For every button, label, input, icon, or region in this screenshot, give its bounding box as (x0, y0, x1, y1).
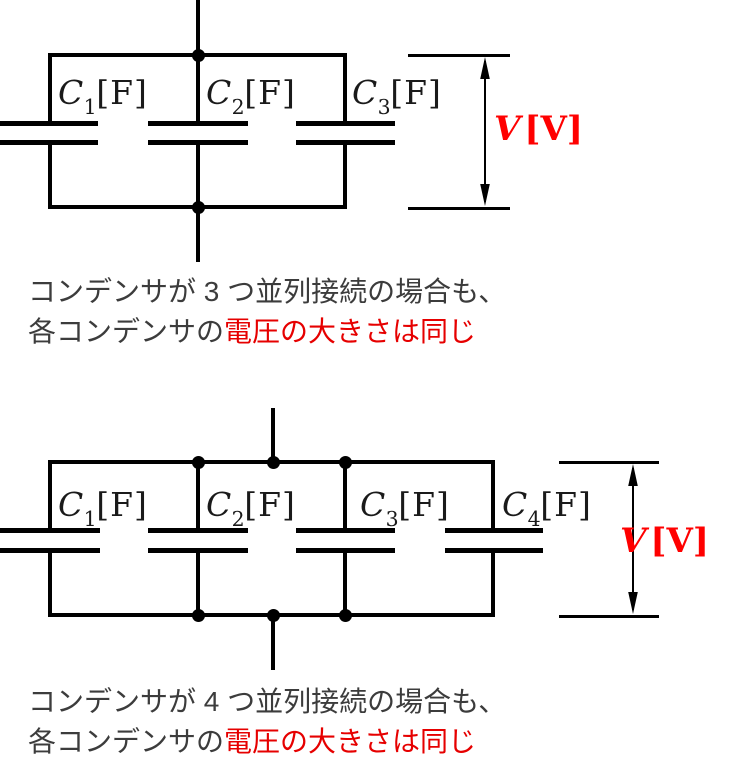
caption-line2: 各コンデンサの電圧の大きさは同じ (28, 312, 506, 352)
capacitor-plate (296, 140, 395, 145)
subscript: 3 (385, 507, 399, 532)
capacitor-unit: [F] (244, 485, 296, 524)
capacitor-plate (148, 528, 248, 533)
caption-line2-black: 各コンデンサの (28, 316, 225, 347)
capacitor-symbol: C (58, 485, 84, 524)
caption-line1: コンデンサが 3 つ並列接続の場合も、 (28, 276, 507, 307)
junction-dot (191, 455, 205, 469)
capacitor-plate (296, 528, 395, 533)
caption-line1: コンデンサが 4 つ並列接続の場合も、 (28, 686, 507, 717)
voltage-ref-line (559, 460, 659, 464)
bottom-lead-wire (196, 205, 200, 262)
capacitor-label-c4: C4[F] (502, 485, 592, 529)
caption-line2-red: 電圧の大きさは同じ (224, 316, 477, 347)
top-lead-wire (271, 408, 275, 464)
junction-dot (338, 455, 352, 469)
subscript: 1 (83, 507, 97, 532)
subscript: 4 (527, 507, 541, 532)
capacitor-symbol: C (206, 73, 232, 112)
capacitor-symbol: C (360, 485, 386, 524)
capacitor-plate (296, 548, 395, 553)
capacitor-symbol: C (58, 73, 84, 112)
caption-line2: 各コンデンサの電圧の大きさは同じ (28, 722, 506, 762)
voltage-arrow (480, 57, 490, 206)
capacitor-plate (445, 548, 543, 553)
leg-wire (196, 460, 200, 528)
capacitor-plate (0, 121, 98, 126)
capacitor-label-c3: C3[F] (352, 73, 442, 117)
capacitor-plate (148, 548, 248, 553)
top-lead-wire (196, 0, 200, 57)
leg-wire (196, 553, 200, 617)
capacitor-label-c2: C2[F] (206, 485, 296, 529)
leg-wire (343, 553, 347, 617)
voltage-symbol: V (620, 521, 647, 561)
capacitor-unit: [F] (398, 485, 450, 524)
capacitor-symbol: C (502, 485, 528, 524)
voltage-label: V[V] (494, 112, 583, 146)
junction-dot (191, 608, 205, 622)
leg-wire (343, 460, 347, 528)
capacitor-symbol: C (206, 485, 232, 524)
capacitor-plate (445, 528, 543, 533)
capacitor-label-c1: C1[F] (58, 73, 148, 117)
leg-wire (48, 553, 52, 617)
voltage-ref-line (408, 206, 510, 210)
subscript: 2 (231, 507, 245, 532)
capacitor-unit: [F] (390, 73, 442, 112)
leg-wire (343, 53, 347, 121)
voltage-arrow (628, 464, 638, 614)
caption-line2-black: 各コンデンサの (28, 726, 225, 757)
capacitor-unit: [F] (96, 73, 148, 112)
capacitor-plate (0, 528, 100, 533)
voltage-unit: [V] (524, 109, 583, 149)
junction-dot (266, 608, 280, 622)
leg-wire (491, 553, 495, 617)
bottom-lead-wire (271, 615, 275, 670)
subscript: 2 (231, 95, 245, 120)
junction-dot (338, 608, 352, 622)
leg-wire (491, 460, 495, 528)
leg-wire (48, 53, 52, 121)
voltage-symbol: V (494, 109, 521, 149)
subscript: 3 (377, 95, 391, 120)
capacitor-plate (296, 121, 395, 126)
subscript: 1 (83, 95, 97, 120)
leg-wire (343, 145, 347, 209)
caption-3-parallel: コンデンサが 3 つ並列接続の場合も、 各コンデンサの電圧の大きさは同じ (28, 272, 506, 352)
leg-wire (196, 145, 200, 209)
leg-wire (196, 53, 200, 121)
capacitor-label-c3: C3[F] (360, 485, 450, 529)
junction-dot (191, 48, 205, 62)
capacitor-label-c1: C1[F] (58, 485, 148, 529)
voltage-ref-line (408, 53, 510, 57)
capacitor-label-c2: C2[F] (206, 73, 296, 117)
voltage-ref-line (559, 614, 659, 618)
capacitor-plate (0, 548, 100, 553)
caption-line2-red: 電圧の大きさは同じ (224, 726, 477, 757)
capacitor-plate (0, 140, 98, 145)
voltage-label: V[V] (620, 524, 709, 558)
capacitor-plate (148, 140, 248, 145)
capacitor-unit: [F] (244, 73, 296, 112)
junction-dot (191, 200, 205, 214)
capacitor-plate (148, 121, 248, 126)
junction-dot (266, 455, 280, 469)
voltage-unit: [V] (650, 521, 709, 561)
capacitor-symbol: C (352, 73, 378, 112)
caption-4-parallel: コンデンサが 4 つ並列接続の場合も、 各コンデンサの電圧の大きさは同じ (28, 682, 506, 762)
leg-wire (48, 145, 52, 209)
capacitor-unit: [F] (540, 485, 592, 524)
leg-wire (48, 460, 52, 528)
capacitor-unit: [F] (96, 485, 148, 524)
